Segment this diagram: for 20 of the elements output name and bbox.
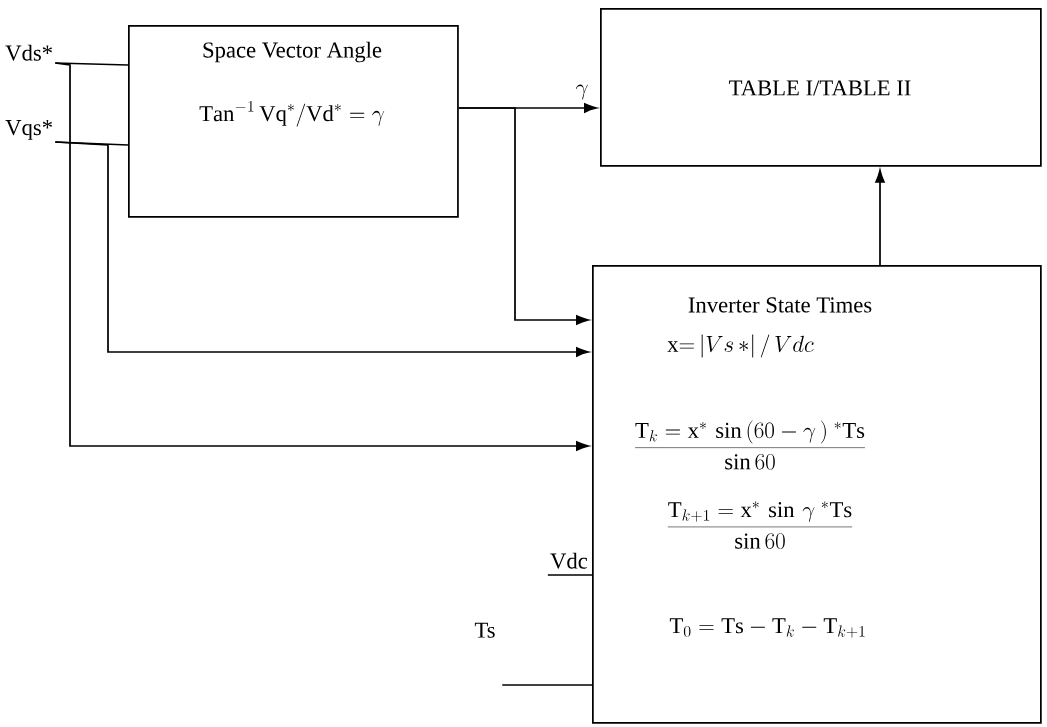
- arrow: [54, 141, 589, 357]
- arrow: [457, 107, 589, 325]
- signal-label: Vqs*: [5, 120, 52, 140]
- box-heading: Space Vector Angle: [203, 41, 382, 63]
- box-heading: Inverter State Times: [688, 297, 872, 313]
- formula: $\mathrm{x}{=}\left| Vs\,{*}\right| / \,Vdc$: [667, 334, 814, 358]
- arrow: [875, 169, 885, 266]
- process-box: [592, 265, 1042, 724]
- process-box: [600, 8, 1042, 167]
- signal-label: Vds*: [5, 44, 52, 61]
- formula: $\frac{\mathrm{T}_{k} = \mathrm{x}^{*}\,\sin\,(60 - \gamma\,)\ {}^{*}\mathrm{Ts}}{\sin 60}$: [635, 420, 865, 470]
- formula: $\mathrm{T}_{0} = \mathrm{Ts} - \mathrm{T}_{k} - \mathrm{T}_{k+1}$: [669, 618, 865, 638]
- process-box: [128, 25, 459, 218]
- signal-label: Ts: [474, 622, 495, 638]
- arrow: [54, 62, 589, 451]
- formula: $\frac{\mathrm{T}_{k+1} = \mathrm{x}^{*}\,\sin\,\gamma\ {}^{*}\mathrm{Ts}}{\sin 60}$: [667, 501, 853, 549]
- formula: $\mathrm{Tan}^{-1}\,\mathrm{Vq}^{*}/\mathrm{Vd}^{*} = \gamma$: [199, 100, 385, 127]
- edge-label: $\gamma$: [574, 83, 590, 101]
- signal-label: Vdc: [550, 552, 588, 569]
- box-text: TABLE I/TABLE II: [729, 80, 911, 96]
